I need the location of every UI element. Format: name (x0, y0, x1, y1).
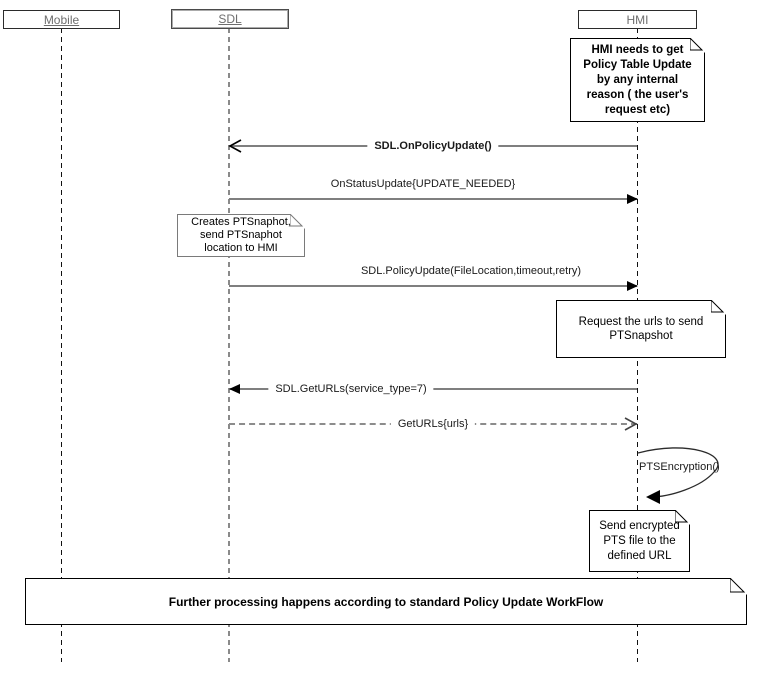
filled-arrowhead-icon (627, 281, 638, 291)
self-message-curve (637, 447, 719, 504)
participant-sdl: SDL (171, 9, 289, 29)
self-message-label: PTSEncryption() (639, 461, 720, 473)
note-fold-icon (690, 38, 705, 53)
message-label: SDL.OnPolicyUpdate() (367, 140, 499, 152)
open-arrowhead-icon (228, 139, 242, 153)
message-label: OnStatusUpdate{UPDATE_NEEDED} (330, 178, 516, 190)
message-label: GetURLs{urls} (390, 418, 476, 430)
participant-hmi: HMI (578, 10, 697, 29)
note-send-encrypted: Send encrypted PTS file to the defined U… (589, 510, 690, 572)
participant-hmi-label: HMI (626, 12, 649, 27)
note-request-urls: Request the urls to send PTSnapshot (556, 300, 726, 358)
participant-mobile: Mobile (3, 10, 120, 29)
note-send-encrypted-text: Send encrypted PTS file to the defined U… (599, 519, 680, 562)
note-fold-icon (675, 510, 690, 525)
filled-arrowhead-icon (229, 384, 240, 394)
lifeline-mobile (61, 28, 62, 662)
note-fold-icon (711, 300, 726, 315)
open-arrowhead-icon (624, 417, 638, 431)
message-label: SDL.GetURLs(service_type=7) (268, 383, 434, 395)
note-fold-icon (730, 578, 747, 595)
note-sdl-snapshot: Creates PTSnaphot, send PTSnaphot locati… (177, 214, 305, 257)
note-fold-icon (290, 214, 305, 229)
note-request-urls-text: Request the urls to send PTSnapshot (578, 316, 704, 342)
note-hmi-reason: HMI needs to get Policy Table Update by … (570, 38, 705, 122)
participant-sdl-label: SDL (218, 12, 242, 26)
participant-mobile-label: Mobile (43, 12, 80, 27)
note-hmi-reason-text: HMI needs to get Policy Table Update by … (583, 43, 692, 116)
message-line (229, 285, 637, 287)
note-sdl-snapshot-text: Creates PTSnaphot, send PTSnaphot locati… (191, 216, 291, 254)
note-further-processing-text: Further processing happens according to … (168, 594, 604, 609)
note-further-processing: Further processing happens according to … (25, 578, 747, 625)
lifeline-sdl (228, 28, 230, 662)
message-label: SDL.PolicyUpdate(FileLocation,timeout,re… (360, 265, 582, 277)
filled-arrowhead-icon (627, 194, 638, 204)
message-line (229, 198, 637, 200)
